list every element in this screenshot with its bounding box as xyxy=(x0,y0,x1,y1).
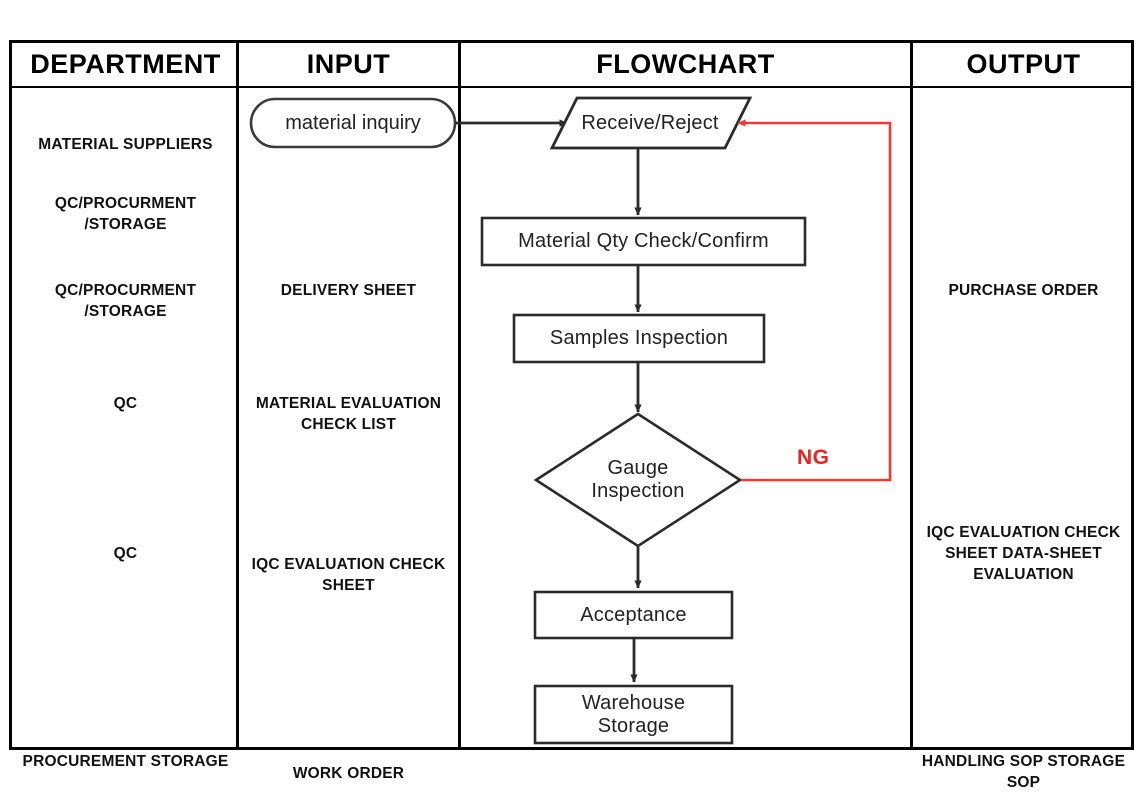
node-receive-reject-label: Receive/Reject xyxy=(581,111,719,134)
table-header-output: OUTPUT xyxy=(966,49,1081,79)
table-header-input: INPUT xyxy=(306,49,391,79)
department-item-qc-procurement-storage-2: QC/PROCURMENT /STORAGE xyxy=(54,282,197,320)
department-item-material-suppliers: MATERIAL SUPPLIERS xyxy=(38,136,213,153)
node-material-inquiry-label: material inquiry xyxy=(285,111,421,134)
output-item-iqc-evaluation-data-sheet: IQC EVALUATION CHECK SHEET DATA-SHEET EV… xyxy=(926,524,1121,583)
department-item-qc-2: QC xyxy=(113,545,138,562)
node-material-qty-check-label: Material Qty Check/Confirm xyxy=(518,230,769,252)
input-item-delivery-sheet: DELIVERY SHEET xyxy=(280,282,417,299)
input-item-work-order: WORK ORDER xyxy=(292,765,405,782)
node-warehouse-storage-label: Warehouse Storage xyxy=(581,691,686,737)
input-column: DELIVERY SHEET MATERIAL EVALUATION CHECK… xyxy=(239,88,458,782)
node-samples-inspection-label: Samples Inspection xyxy=(549,327,729,349)
department-item-qc-1: QC xyxy=(113,395,138,412)
table-header-department: DEPARTMENT xyxy=(30,49,221,79)
column-divider-flowchart-output xyxy=(910,43,913,747)
edge-label-ng: NG xyxy=(797,446,830,469)
department-item-qc-procurement-storage-1: QC/PROCURMENT /STORAGE xyxy=(54,195,197,233)
department-column: MATERIAL SUPPLIERS QC/PROCURMENT /STORAG… xyxy=(15,88,236,770)
input-item-material-evaluation-check-list: MATERIAL EVALUATION CHECK LIST xyxy=(255,395,442,433)
node-gauge-inspection-label: Gauge Inspection xyxy=(591,457,685,502)
node-acceptance-label: Acceptance xyxy=(580,603,687,626)
column-divider-input-flowchart xyxy=(458,43,461,747)
header-row-divider xyxy=(12,86,1131,88)
output-item-purchase-order: PURCHASE ORDER xyxy=(948,282,1099,299)
table-header-flowchart: FLOWCHART xyxy=(596,49,775,79)
output-column: PURCHASE ORDER IQC EVALUATION CHECK SHEE… xyxy=(913,88,1134,791)
department-item-procurement-storage: PROCUREMENT STORAGE xyxy=(22,753,229,770)
output-item-handling-storage-sop: HANDLING SOP STORAGE SOP xyxy=(921,753,1126,791)
column-divider-department-input xyxy=(236,43,239,747)
input-item-iqc-evaluation-check-sheet: IQC EVALUATION CHECK SHEET xyxy=(251,556,446,594)
